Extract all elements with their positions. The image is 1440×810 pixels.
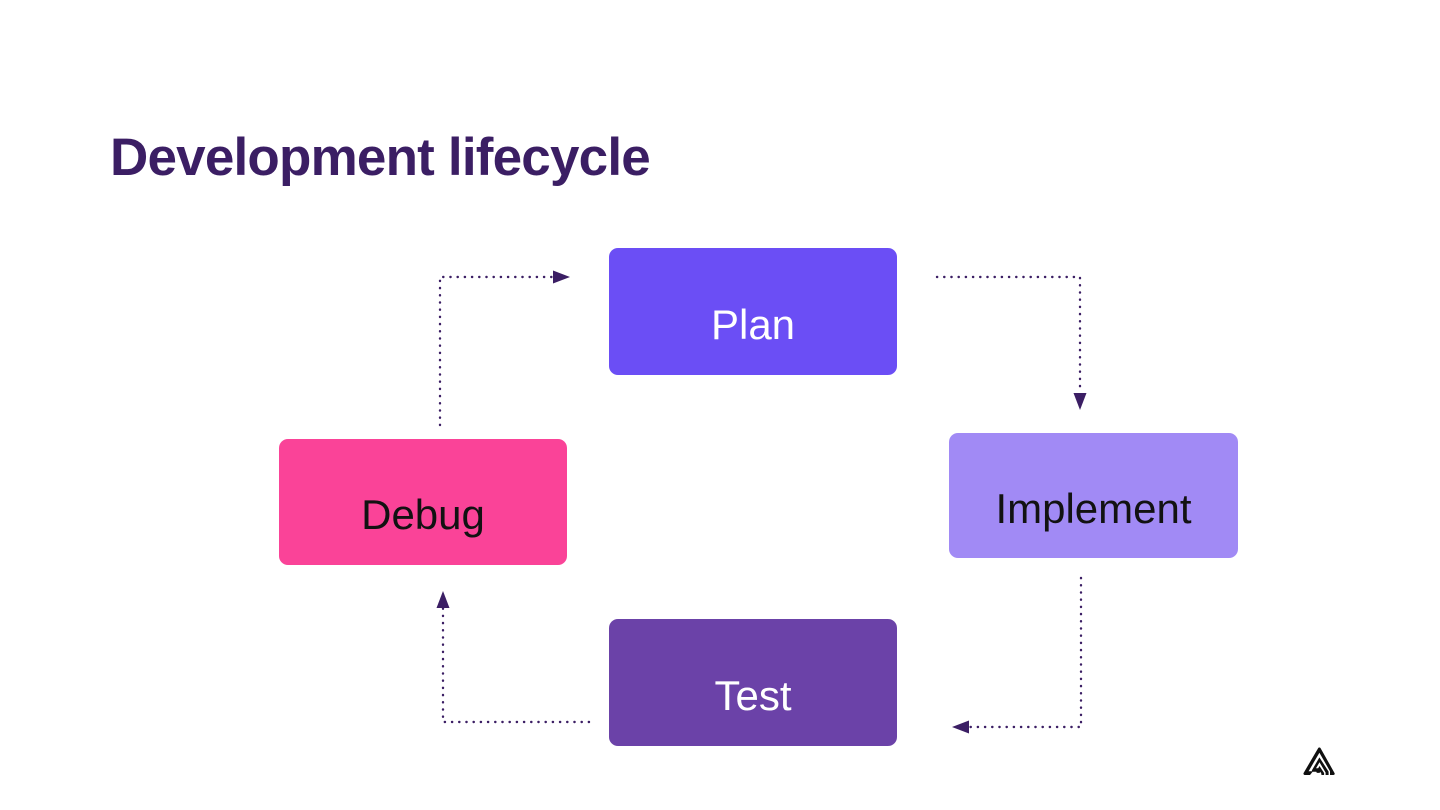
connector-plan-to-implement bbox=[935, 275, 1087, 410]
connector-test-to-debug bbox=[436, 591, 591, 724]
stage-box-implement[interactable]: Implement bbox=[949, 433, 1238, 558]
stage-label-plan: Plan bbox=[710, 300, 796, 348]
stage-label-implement: Implement bbox=[995, 484, 1192, 532]
connector-implement-to-test bbox=[952, 576, 1083, 734]
stage-box-debug[interactable]: Debug bbox=[279, 439, 567, 565]
page-title: Development lifecycle bbox=[110, 128, 651, 187]
brand-logo-icon bbox=[1303, 747, 1335, 775]
stage-label-debug: Debug bbox=[361, 491, 485, 538]
stage-box-test[interactable]: Test bbox=[609, 619, 897, 746]
stage-box-plan[interactable]: Plan bbox=[609, 248, 897, 375]
connector-debug-to-plan bbox=[438, 270, 570, 427]
stage-label-test: Test bbox=[714, 671, 792, 719]
